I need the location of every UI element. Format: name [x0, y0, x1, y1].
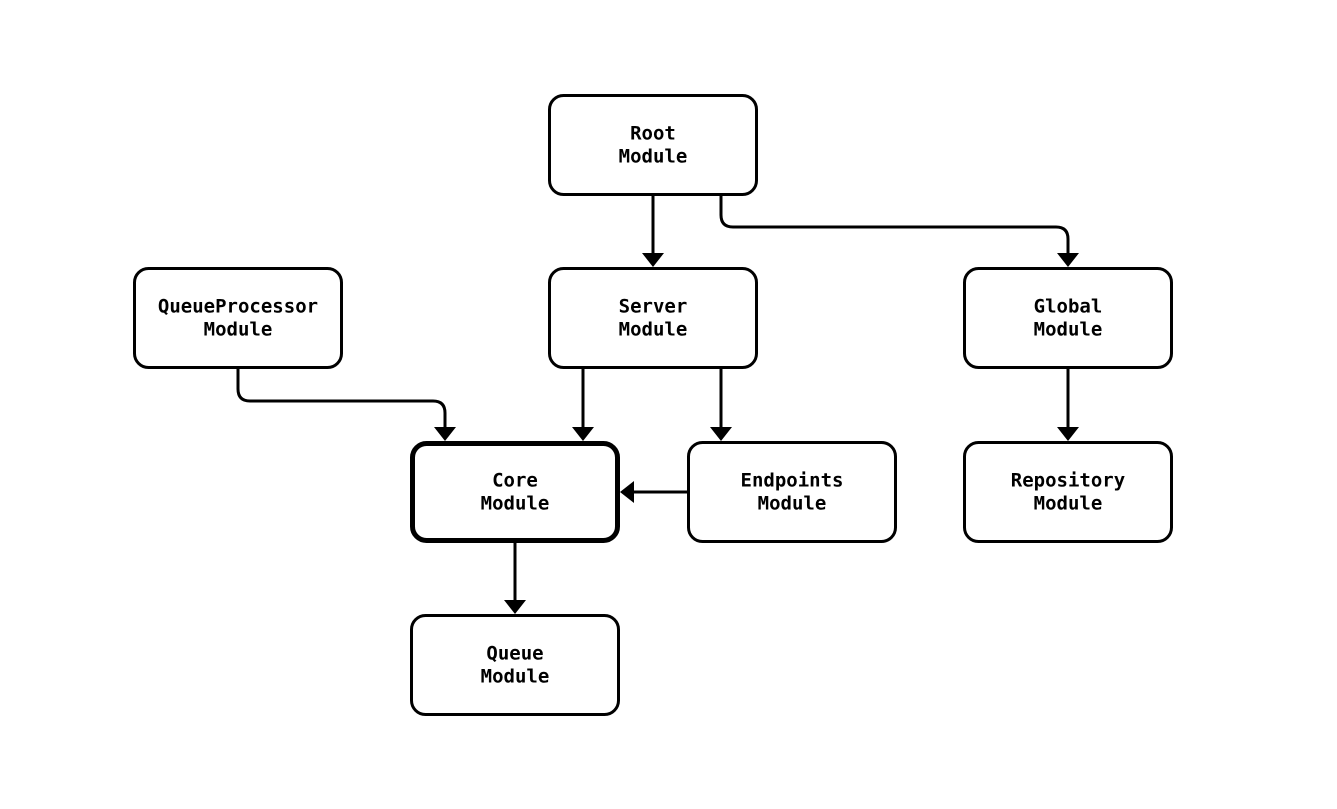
arrow-head-icon — [504, 600, 526, 614]
node-label-line1: Core — [492, 470, 538, 492]
node-label-line2: Module — [619, 146, 688, 168]
edge-server-to-endpoints — [710, 369, 732, 441]
node-label-line1: QueueProcessor — [158, 296, 318, 318]
node-box[interactable] — [410, 614, 620, 716]
arrow-head-icon — [434, 427, 456, 441]
node-box[interactable] — [963, 441, 1173, 543]
node-label-line2: Module — [1034, 319, 1103, 341]
edge-core-to-queue — [504, 543, 526, 614]
node-label-line2: Module — [758, 493, 827, 515]
edge-root-to-global — [719, 196, 1079, 267]
edge-server-to-core — [572, 369, 594, 441]
node-box[interactable] — [963, 267, 1173, 369]
node-label-line2: Module — [204, 319, 273, 341]
node-label-line1: Queue — [486, 643, 543, 665]
edge-global-to-repository — [1057, 369, 1079, 441]
arrow-head-icon — [1057, 427, 1079, 441]
arrow-head-icon — [620, 481, 634, 503]
arrow-head-icon — [710, 427, 732, 441]
node-label-line1: Repository — [1011, 470, 1125, 492]
node-box[interactable] — [133, 267, 343, 369]
node-label-line2: Module — [1034, 493, 1103, 515]
node-box[interactable] — [410, 441, 620, 543]
edge-endpoints-to-core — [620, 481, 687, 503]
edge-line — [719, 196, 1070, 256]
node-box[interactable] — [548, 267, 758, 369]
node-box[interactable] — [548, 94, 758, 196]
arrow-head-icon — [572, 427, 594, 441]
arrow-head-icon — [1057, 253, 1079, 267]
node-label-line2: Module — [481, 666, 550, 688]
node-label-line1: Root — [630, 123, 676, 145]
node-label-line2: Module — [619, 319, 688, 341]
edge-queueprocessor-to-core — [236, 369, 456, 441]
node-label-line1: Endpoints — [741, 470, 844, 492]
node-label-line1: Server — [619, 296, 688, 318]
node-label-line2: Module — [481, 493, 550, 515]
edge-line — [236, 369, 447, 430]
edges-layer — [236, 196, 1079, 614]
node-box[interactable] — [687, 441, 897, 543]
node-label-line1: Global — [1034, 296, 1103, 318]
edge-root-to-server — [642, 196, 664, 267]
arrow-head-icon — [642, 253, 664, 267]
nodes-layer: RootModuleQueueProcessorModuleServerModu… — [133, 94, 1173, 716]
